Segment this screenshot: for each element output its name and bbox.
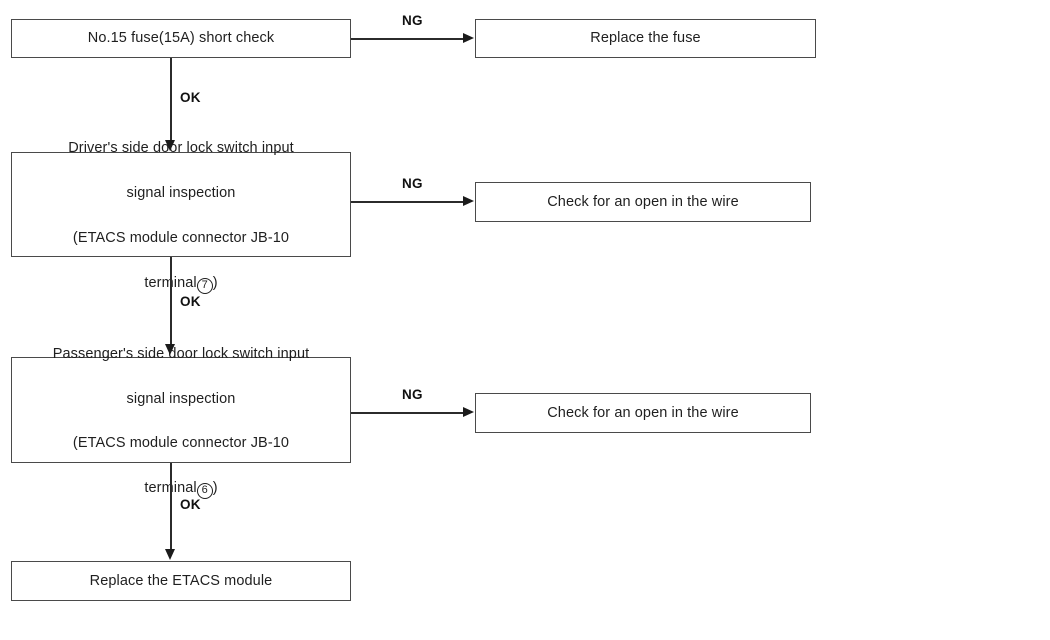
connector-ok-1 xyxy=(170,58,172,141)
passenger-line-3: (ETACS module connector JB-10 xyxy=(72,435,290,452)
driver-line-2: signal inspection xyxy=(126,185,236,202)
node-replace-fuse-label: Replace the fuse xyxy=(590,30,701,47)
passenger-line-1: Passenger's side door lock switch input xyxy=(52,345,310,362)
arrow-ng-2 xyxy=(463,195,474,206)
node-fuse-check-label: No.15 fuse(15A) short check xyxy=(87,30,275,47)
edge-label-ng-1: NG xyxy=(402,13,423,28)
driver-line-1: Driver's side door lock switch input xyxy=(68,140,294,157)
node-check-open-wire-1-label: Check for an open in the wire xyxy=(547,193,739,210)
node-replace-fuse[interactable]: Replace the fuse xyxy=(475,19,816,58)
passenger-terminal-number-circled: 6 xyxy=(196,483,213,500)
connector-ok-2 xyxy=(170,257,172,345)
passenger-line-4-suffix: ) xyxy=(212,480,218,497)
node-check-open-wire-2-label: Check for an open in the wire xyxy=(547,404,739,421)
arrow-ng-1 xyxy=(463,32,474,43)
connector-ng-1 xyxy=(351,38,464,40)
node-check-open-wire-2[interactable]: Check for an open in the wire xyxy=(475,393,811,433)
edge-label-ok-3: OK xyxy=(180,497,201,512)
node-passenger-inspection[interactable]: Passenger's side door lock switch input … xyxy=(11,346,351,500)
node-fuse-check[interactable]: No.15 fuse(15A) short check xyxy=(11,19,351,58)
passenger-line-2: signal inspection xyxy=(126,390,236,407)
connector-ok-3 xyxy=(170,463,172,550)
edge-label-ng-3: NG xyxy=(402,387,423,402)
arrow-ok-2 xyxy=(165,344,176,355)
driver-terminal-number-circled: 7 xyxy=(196,277,213,294)
edge-label-ng-2: NG xyxy=(402,176,423,191)
arrow-ok-3 xyxy=(165,549,176,560)
node-check-open-wire-1[interactable]: Check for an open in the wire xyxy=(475,182,811,222)
node-replace-etacs[interactable]: Replace the ETACS module xyxy=(11,561,351,601)
node-passenger-inspection-label: Passenger's side door lock switch input … xyxy=(53,320,310,500)
arrow-ok-1 xyxy=(165,140,176,151)
node-replace-etacs-label: Replace the ETACS module xyxy=(89,572,273,589)
connector-ng-3 xyxy=(351,412,464,414)
edge-label-ok-1: OK xyxy=(180,90,201,105)
driver-line-3: (ETACS module connector JB-10 xyxy=(72,229,290,246)
node-driver-inspection-label: Driver's side door lock switch input sig… xyxy=(68,115,294,295)
connector-ng-2 xyxy=(351,201,464,203)
driver-line-4-suffix: ) xyxy=(212,274,218,291)
edge-label-ok-2: OK xyxy=(180,294,201,309)
arrow-ng-3 xyxy=(463,406,474,417)
node-driver-inspection[interactable]: Driver's side door lock switch input sig… xyxy=(11,140,351,294)
